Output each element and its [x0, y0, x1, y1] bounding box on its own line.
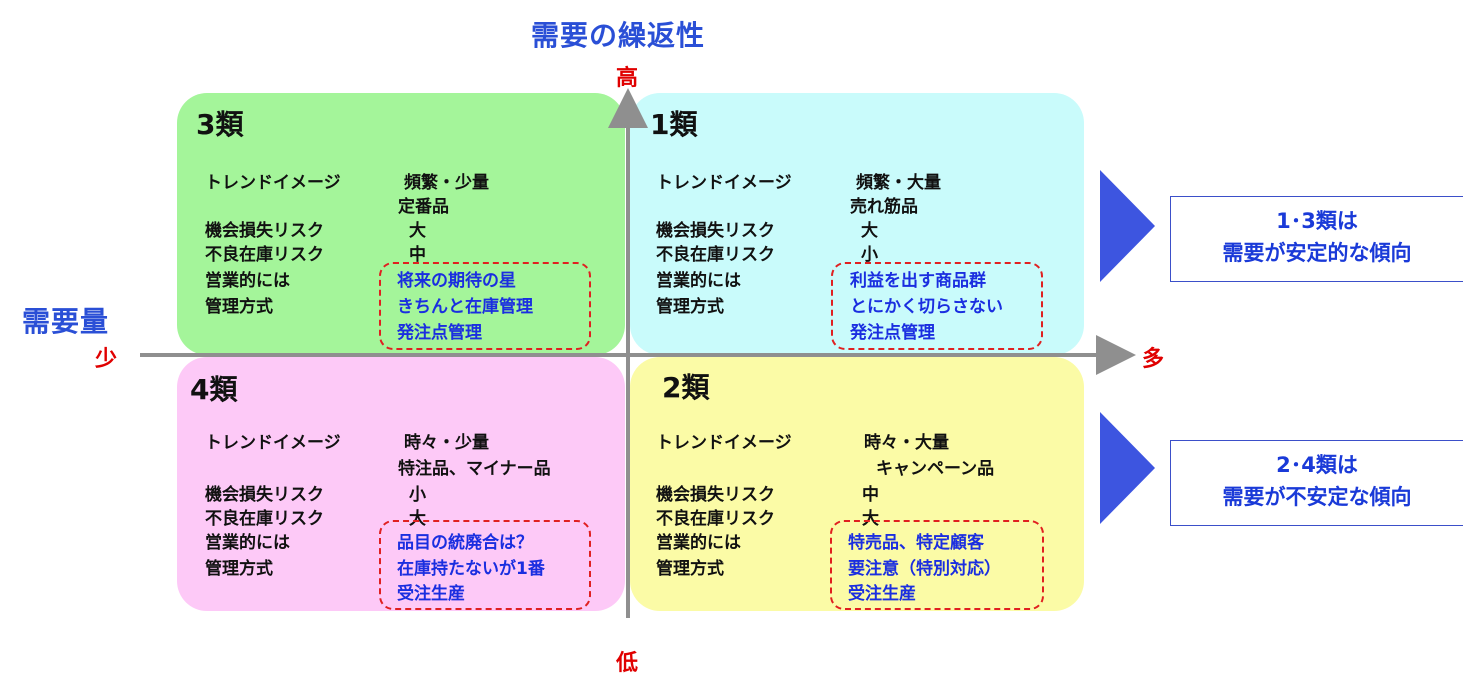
q2-trend-value: 時々・大量 — [864, 433, 949, 453]
q2-loss-risk-label: 機会損失リスク — [656, 485, 775, 505]
q1-stock-risk-label: 不良在庫リスク — [656, 245, 775, 265]
q4-highlight-box — [379, 520, 591, 610]
q3-trend-label: トレンドイメージ — [205, 173, 341, 193]
horizontal-axis-title: 需要量 — [22, 305, 110, 338]
q2-extra-value: 受注生産 — [848, 584, 916, 604]
quadrant-3-title: 3類 — [196, 108, 244, 141]
q4-mgmt-label: 管理方式 — [205, 559, 273, 579]
q3-highlight-box — [379, 262, 591, 350]
quadrant-2-panel — [630, 357, 1084, 611]
q1-sales-value: 利益を出す商品群 — [850, 271, 986, 291]
quadrant-1-title: 1類 — [650, 108, 698, 141]
axis-high-label: 高 — [616, 66, 639, 91]
q2-stock-risk-label: 不良在庫リスク — [656, 509, 775, 529]
quadrant-4-title: 4類 — [190, 373, 238, 406]
arrow-bottom-icon — [1100, 412, 1155, 524]
q4-stock-risk-label: 不良在庫リスク — [205, 509, 324, 529]
q4-trend-label: トレンドイメージ — [205, 433, 341, 453]
q1-highlight-box — [831, 262, 1043, 350]
q3-stock-risk-value: 中 — [409, 245, 426, 265]
q2-sales-value: 特売品、特定顧客 — [848, 533, 984, 553]
q1-sales-label: 営業的には — [656, 271, 741, 291]
q3-sales-label: 営業的には — [205, 271, 290, 291]
quadrant-4-panel — [177, 357, 625, 611]
q1-mgmt-value: とにかく切らさない — [850, 297, 1003, 317]
q3-stock-risk-label: 不良在庫リスク — [205, 245, 324, 265]
q2-mgmt-value: 要注意（特別対応） — [848, 559, 1001, 579]
q2-mgmt-label: 管理方式 — [656, 559, 724, 579]
q3-mgmt-value: きちんと在庫管理 — [397, 297, 533, 317]
q2-highlight-box — [830, 520, 1044, 610]
q4-extra-value: 受注生産 — [397, 584, 465, 604]
quadrant-2-title: 2類 — [662, 371, 710, 404]
q4-trend-value-2: 特注品、マイナー品 — [398, 459, 551, 479]
q2-stock-risk-value: 大 — [862, 509, 879, 529]
callout-stable-line1: 1･3類は — [1276, 209, 1358, 233]
q1-trend-value: 頻繁・大量 — [856, 173, 941, 193]
q1-trend-value-2: 売れ筋品 — [850, 197, 918, 217]
axis-many-label: 多 — [1142, 347, 1165, 372]
q1-loss-risk-label: 機会損失リスク — [656, 221, 775, 241]
callout-stable-line2: 需要が安定的な傾向 — [1222, 241, 1412, 265]
q4-sales-label: 営業的には — [205, 533, 290, 553]
q3-loss-risk-value: 大 — [409, 221, 426, 241]
callout-stable: 1･3類は 需要が安定的な傾向 — [1170, 196, 1463, 282]
q2-trend-label: トレンドイメージ — [656, 433, 792, 453]
q4-trend-value: 時々・少量 — [404, 433, 489, 453]
q1-mgmt-label: 管理方式 — [656, 297, 724, 317]
callout-unstable: 2･4類は 需要が不安定な傾向 — [1170, 440, 1463, 526]
q2-loss-risk-value: 中 — [862, 485, 879, 505]
q3-trend-value-2: 定番品 — [398, 197, 449, 217]
q3-loss-risk-label: 機会損失リスク — [205, 221, 324, 241]
q2-sales-label: 営業的には — [656, 533, 741, 553]
q4-stock-risk-value: 大 — [409, 509, 426, 529]
callout-unstable-line2: 需要が不安定な傾向 — [1222, 485, 1412, 509]
q4-loss-risk-value: 小 — [409, 485, 426, 505]
q1-loss-risk-value: 大 — [861, 221, 878, 241]
arrow-top-icon — [1100, 170, 1155, 282]
q1-stock-risk-value: 小 — [861, 245, 878, 265]
q2-trend-value-2: キャンペーン品 — [876, 459, 995, 479]
q1-extra-value: 発注点管理 — [850, 323, 935, 343]
vertical-axis-title: 需要の繰返性 — [531, 19, 706, 52]
quadrant-3-panel — [177, 93, 625, 355]
q3-sales-value: 将来の期待の星 — [397, 271, 516, 291]
q3-trend-value: 頻繁・少量 — [404, 173, 489, 193]
q3-mgmt-label: 管理方式 — [205, 297, 273, 317]
quadrant-1-panel — [630, 93, 1084, 355]
q4-sales-value: 品目の統廃合は？ — [397, 533, 533, 553]
callout-unstable-line1: 2･4類は — [1276, 453, 1358, 477]
axis-low-label: 低 — [616, 651, 639, 676]
q4-mgmt-value: 在庫持たないが1番 — [397, 559, 545, 579]
q1-trend-label: トレンドイメージ — [656, 173, 792, 193]
q4-loss-risk-label: 機会損失リスク — [205, 485, 324, 505]
axis-few-label: 少 — [95, 347, 118, 372]
q3-extra-value: 発注点管理 — [397, 323, 482, 343]
